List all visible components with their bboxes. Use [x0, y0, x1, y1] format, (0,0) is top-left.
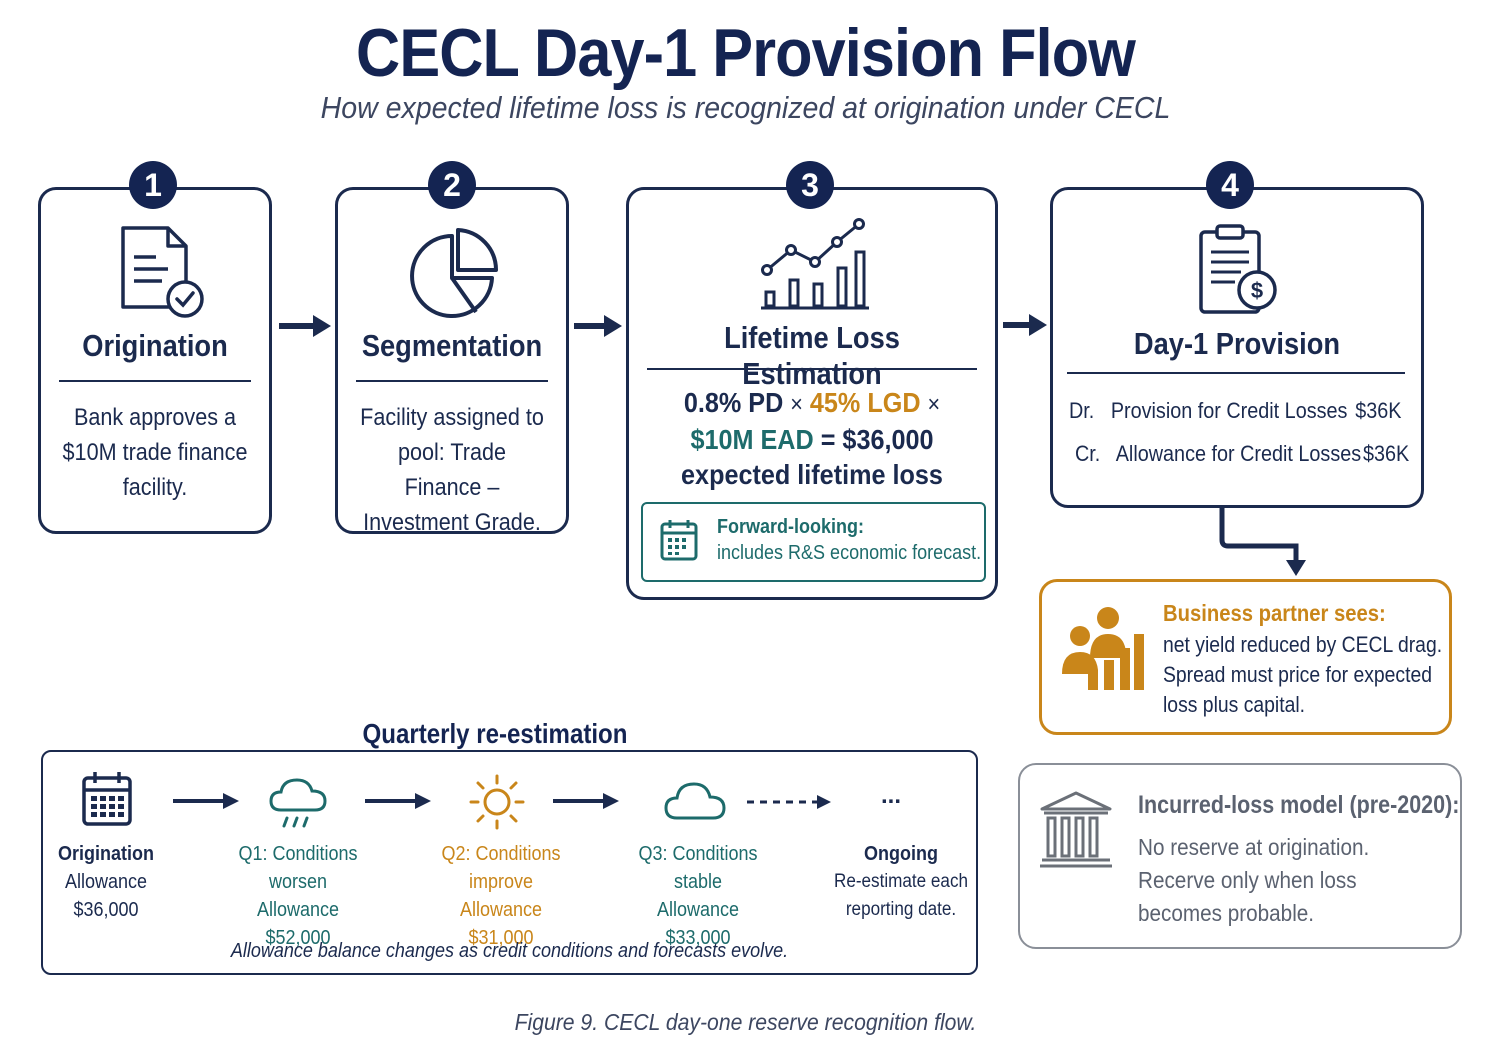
incurred-title: Incurred-loss model (pre-2020): [1138, 791, 1460, 819]
divider [59, 380, 251, 382]
forward-looking-text: includes R&S economic forecast. [717, 542, 982, 564]
flow-arrow [279, 315, 331, 337]
debit-entry: Dr. Provision for Credit Losses $36K [1069, 398, 1402, 423]
ead-term: $10M EAD [690, 424, 814, 455]
incurred-loss-box: Incurred-loss model (pre-2020): No reser… [1018, 763, 1462, 949]
quarterly-panel: ... Origination Allowance $36,000 Q1: Co… [41, 750, 978, 975]
cloud-icon [664, 782, 726, 820]
forward-looking-note: Forward-looking: includes R&S economic f… [641, 502, 986, 582]
quarterly-caption: Allowance balance changes as credit cond… [230, 940, 789, 962]
step-number-badge: 2 [428, 161, 476, 209]
stage-q1: Q1: Conditions worsen Allowance $52,000 [238, 843, 358, 949]
loss-result-label: expected lifetime loss [681, 459, 943, 490]
figure-caption: Figure 9. CECL day-one reserve recogniti… [514, 1009, 977, 1035]
clipboard-dollar-icon: $ [1199, 224, 1277, 314]
step-title: Segmentation [361, 328, 543, 363]
sun-icon [469, 774, 525, 830]
step-card-origination: Origination Bank approves a$10M trade fi… [38, 187, 272, 534]
step-card-day1-provision: $ Day-1 Provision Dr. Provision for Cred… [1050, 187, 1424, 508]
pd-term: 0.8% PD [683, 387, 784, 418]
svg-text:$: $ [1251, 278, 1263, 303]
stage-origination: Origination Allowance $36,000 [57, 843, 154, 921]
divider [647, 368, 977, 370]
divider [356, 380, 548, 382]
step-card-lifetime-loss: Lifetime Loss Estimation 0.8% PD × 45% L… [626, 187, 998, 600]
calendar-icon [82, 772, 132, 826]
credit-entry: Cr. Allowance for Credit Losses $36K [1075, 441, 1410, 466]
step-number-badge: 1 [129, 161, 177, 209]
ellipsis-icon: ... [881, 782, 902, 809]
incurred-text: No reserve at origination.Recerve only w… [1138, 834, 1370, 926]
stage-q2: Q2: Conditions improve Allowance $31,000 [441, 843, 561, 949]
loss-formula: 0.8% PD × 45% LGD × $10M EAD = $36,000 e… [647, 385, 976, 492]
partner-text: net yield reduced by CECL drag.Spread mu… [1163, 632, 1443, 717]
step-number-badge: 3 [786, 161, 834, 209]
forward-looking-title: Forward-looking: [717, 516, 864, 538]
elbow-arrow [1219, 508, 1306, 576]
step-title: Day-1 Provision [1133, 326, 1341, 361]
stage-ongoing: Ongoing Re-estimate each reporting date. [833, 843, 969, 920]
page-subtitle: How expected lifetime loss is recognized… [320, 90, 1171, 125]
rain-cloud-icon [269, 778, 327, 828]
calendar-icon [660, 520, 698, 561]
step-title: Lifetime Loss Estimation [724, 320, 900, 391]
business-partner-box: Business partner sees: net yield reduced… [1039, 579, 1452, 735]
timeline-dashed-arrow [747, 795, 831, 809]
timeline-arrow [553, 793, 619, 809]
pie-chart-icon [410, 228, 498, 318]
stage-q3: Q3: Conditions stable Allowance $33,000 [638, 843, 758, 949]
people-chart-icon [1062, 607, 1144, 690]
timeline-arrow [365, 793, 431, 809]
bank-building-icon [1040, 791, 1112, 868]
timeline-arrow [173, 793, 239, 809]
line-bar-chart-icon [761, 218, 869, 310]
lgd-term: 45% LGD [809, 387, 921, 418]
step-number-badge: 4 [1206, 161, 1254, 209]
flow-arrow [1003, 314, 1047, 336]
quarterly-heading: Quarterly re-estimation [353, 718, 637, 750]
step-title: Origination [82, 328, 228, 363]
page-title: CECL Day-1 Provision Flow [356, 15, 1136, 91]
divider [1067, 372, 1405, 374]
loss-result: $36,000 [842, 424, 934, 455]
document-check-icon [121, 226, 204, 318]
flow-arrow [574, 315, 622, 337]
partner-title: Business partner sees: [1163, 600, 1386, 626]
